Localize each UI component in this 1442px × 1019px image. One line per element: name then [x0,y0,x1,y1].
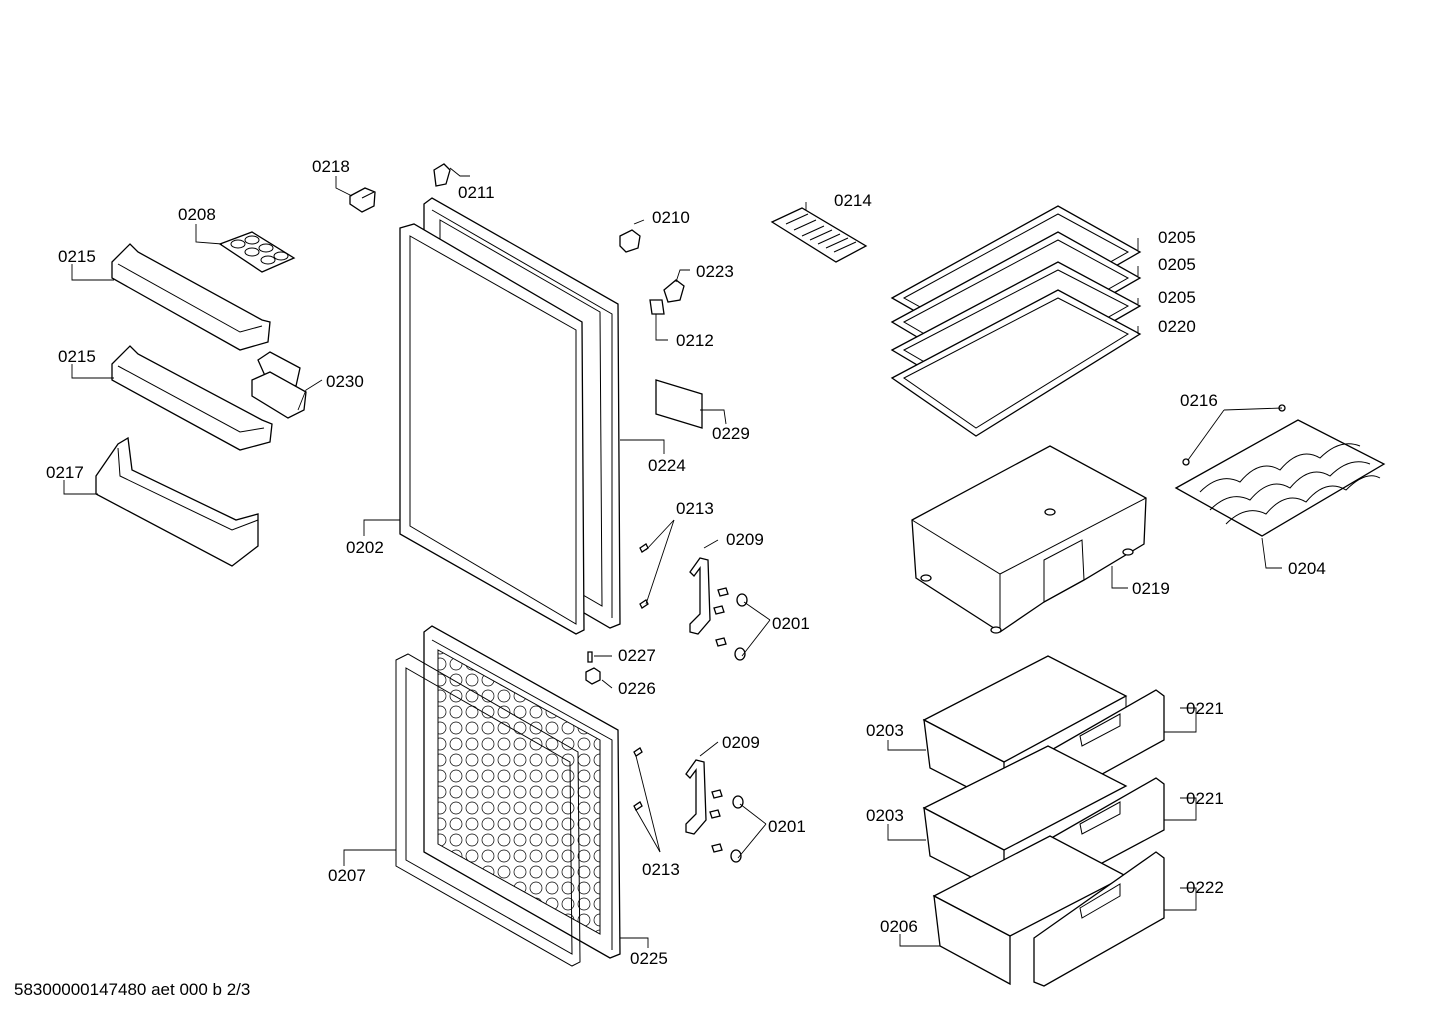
callout-0209: 0209 [726,530,764,549]
part-0222-drawer-front-3 [1033,851,1165,987]
part-0217-door-shelf-bottom [95,436,259,567]
callout-0215: 0215 [58,347,96,366]
callout-0218: 0218 [312,157,350,176]
callout-0219: 0219 [1132,579,1170,598]
part-0208-egg-tray [218,231,296,273]
callout-0201: 0201 [768,817,806,836]
callout-0213: 0213 [676,499,714,518]
document-code: 58300000147480 aet 000 b 2/3 [14,980,251,999]
part-0207-freezer-gasket [395,653,581,967]
callout-0213: 0213 [642,860,680,879]
callout-0222: 0222 [1186,878,1224,897]
part-0209-handle-upper [689,557,711,635]
callout-0214: 0214 [834,191,872,210]
part-0201-caps-lower [709,789,744,863]
callout-0227: 0227 [618,646,656,665]
callout-0203: 0203 [866,806,904,825]
callout-0225: 0225 [630,949,668,968]
callout-0212: 0212 [676,331,714,350]
callout-0217: 0217 [46,463,84,482]
callout-0206: 0206 [880,917,918,936]
part-0223-hinge-cover [663,279,685,303]
part-0220-shelf-4 [890,289,1142,437]
callout-0203: 0203 [866,721,904,740]
part-0229-label-card [655,379,703,429]
part-0227-pin [587,651,593,663]
leader-lines [63,167,1283,948]
part-0219-crisper-bin [911,445,1147,634]
part-0213-screws-lower [633,747,643,811]
part-0218-clip [349,187,376,213]
callout-0220: 0220 [1158,317,1196,336]
callout-0229: 0229 [712,424,750,443]
callout-0221: 0221 [1186,789,1224,808]
callout-0205: 0205 [1158,228,1196,247]
callout-0224: 0224 [648,456,686,475]
part-0201-caps-upper [713,587,748,661]
callout-0216: 0216 [1180,391,1218,410]
callout-0226: 0226 [618,679,656,698]
callout-0208: 0208 [178,205,216,224]
part-0215-door-shelf-upper [111,243,271,351]
part-0202-door-gasket [399,223,585,635]
callout-0210: 0210 [652,208,690,227]
part-0212-hinge-plate [649,299,665,315]
part-0213-screws-upper [639,543,649,609]
callout-0215: 0215 [58,247,96,266]
callout-0205: 0205 [1158,255,1196,274]
part-0204-bottle-rack [1174,419,1386,537]
part-0230-butter-box [251,351,307,419]
callout-0204: 0204 [1288,559,1326,578]
callout-0201: 0201 [772,614,810,633]
callout-0221: 0221 [1186,699,1224,718]
callout-0202: 0202 [346,538,384,557]
callout-0211: 0211 [458,183,495,202]
callout-labels: 0218 0211 0208 0215 0215 0230 0217 0202 … [46,157,1326,968]
part-0215-door-shelf-middle [111,345,273,451]
callout-0209: 0209 [722,733,760,752]
callout-0223: 0223 [696,262,734,281]
callout-0205: 0205 [1158,288,1196,307]
part-0226-block [585,667,601,685]
callout-0207: 0207 [328,866,366,885]
part-0214-ice-tray [770,207,868,263]
part-0211-hinge-top [433,163,451,187]
callout-0230: 0230 [326,372,364,391]
part-0210-hinge-cap [619,229,641,253]
part-0209-handle-lower [685,759,707,835]
